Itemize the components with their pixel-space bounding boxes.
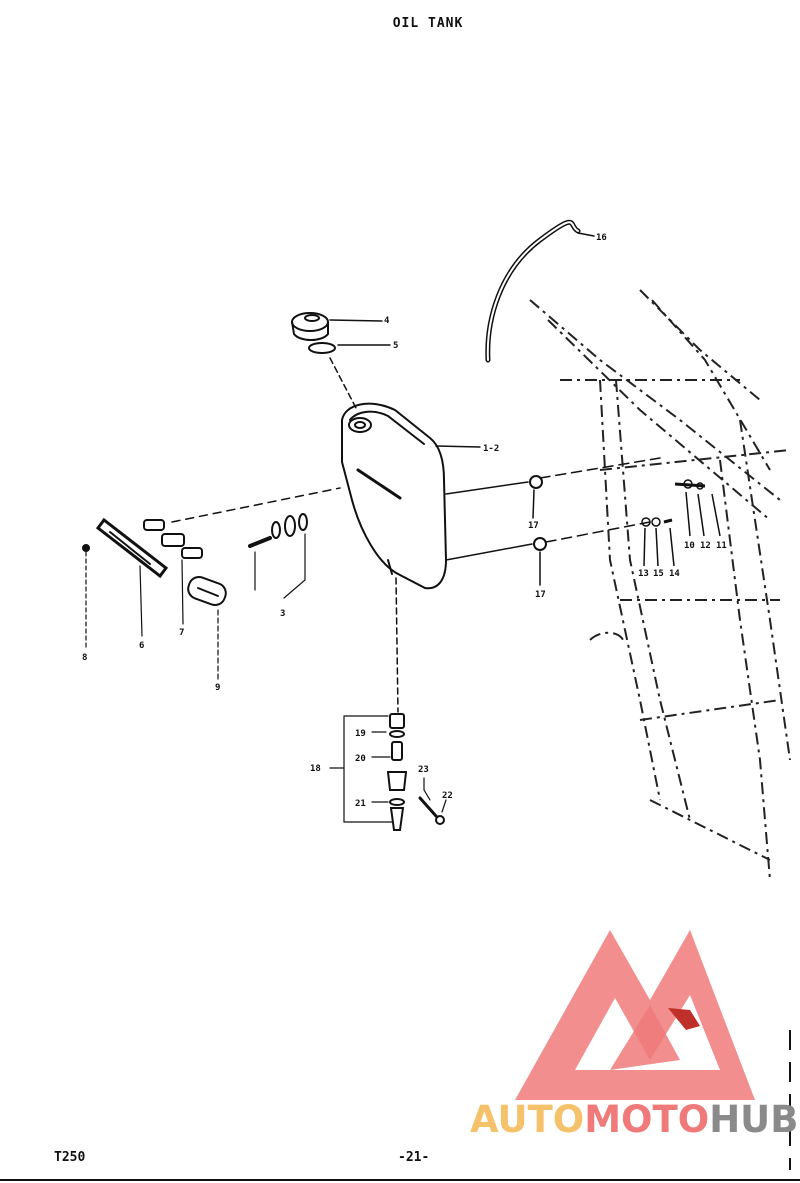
callout-5: 5 — [393, 341, 398, 351]
callout-1-2: 1-2 — [483, 444, 499, 454]
callout-9: 9 — [215, 683, 220, 693]
cap-gasket — [308, 342, 336, 354]
callout-16: 16 — [596, 233, 607, 243]
callout-7: 7 — [179, 628, 184, 638]
callout-8: 8 — [82, 653, 87, 663]
callout-3: 3 — [280, 609, 285, 619]
banjo-bolt — [418, 796, 445, 825]
callout-17-upper: 17 — [528, 521, 539, 531]
callout-22: 22 — [442, 791, 453, 801]
oil-tank-body — [341, 402, 448, 590]
automotohub-watermark: AUTOMOTOHUB — [470, 1098, 799, 1141]
callout-14: 14 — [669, 569, 680, 579]
callout-10: 10 — [684, 541, 695, 551]
rubber-damper — [143, 519, 203, 559]
callout-19: 19 — [355, 729, 366, 739]
callout-12: 12 — [700, 541, 711, 551]
callout-13: 13 — [638, 569, 649, 579]
model-code: T250 — [54, 1150, 86, 1165]
page-number: -21- — [398, 1150, 430, 1165]
oil-tank-cap — [291, 312, 329, 341]
callout-6: 6 — [139, 641, 144, 651]
page-title: OIL TANK — [392, 16, 464, 31]
callout-20: 20 — [355, 754, 366, 764]
automotohub-logo-mark — [515, 930, 755, 1100]
callout-11: 11 — [716, 541, 727, 551]
hose-clamp — [187, 575, 227, 607]
callout-15: 15 — [653, 569, 664, 579]
callout-17-lower: 17 — [535, 590, 546, 600]
bolt-washer-set — [248, 513, 308, 548]
tank-mount-bracket — [95, 517, 169, 579]
callout-21: 21 — [355, 799, 366, 809]
callout-18: 18 — [310, 764, 321, 774]
callout-23: 23 — [418, 765, 429, 775]
rubber-grommet-upper — [529, 475, 543, 489]
motorcycle-frame — [529, 289, 791, 881]
callout-4: 4 — [384, 316, 390, 326]
rubber-grommet-lower — [533, 537, 547, 551]
oil-outlet-fitting — [386, 713, 408, 831]
